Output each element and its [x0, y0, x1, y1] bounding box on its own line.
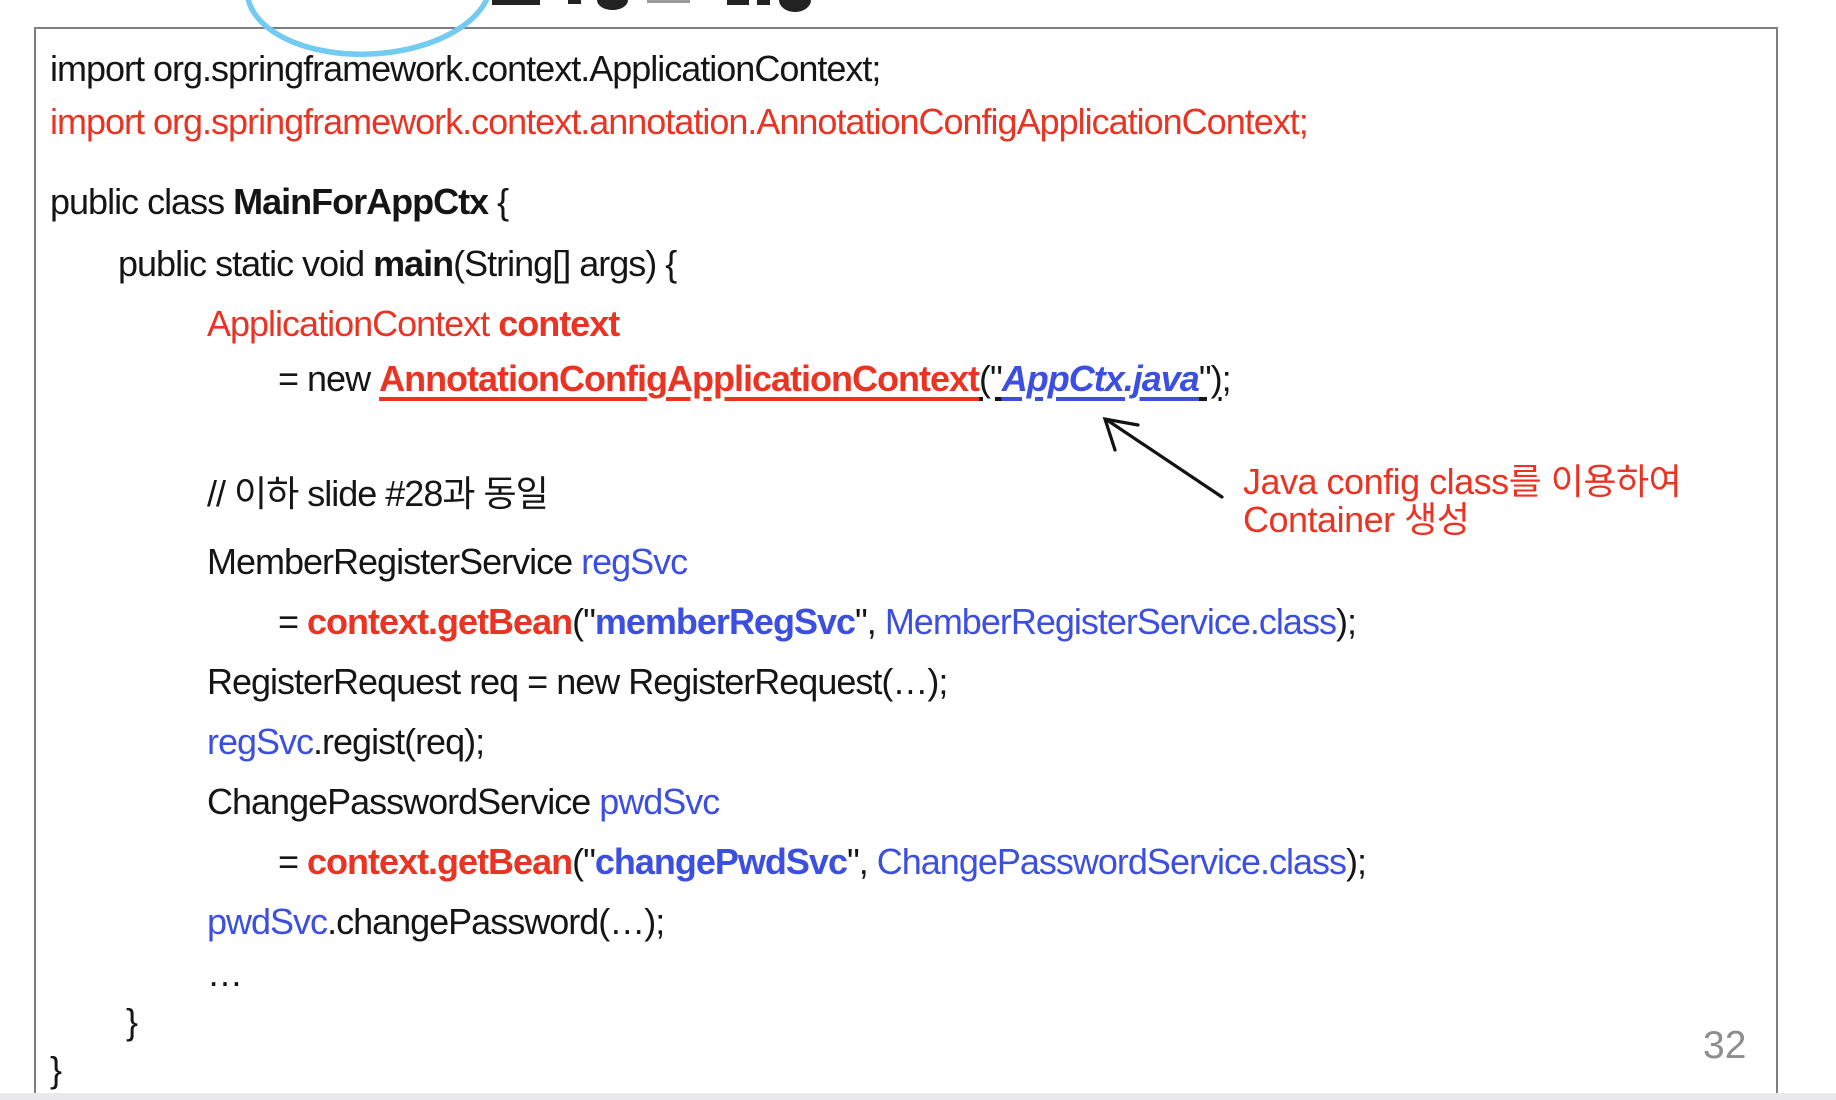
code-token: ); [1346, 841, 1367, 882]
code-token: import org.springframework.context.annot… [50, 101, 1309, 142]
code-token: pwdSvc [207, 901, 328, 942]
code-token: context.getBean [307, 841, 573, 882]
code-token: ") [1198, 358, 1223, 399]
code-token: = new [278, 358, 380, 399]
code-line-4: public static void main(String[] args) { [118, 242, 677, 286]
code-token: } [50, 1049, 62, 1090]
title-remnant-mark-6 [757, 0, 770, 5]
code-line-2: import org.springframework.context.annot… [50, 100, 1309, 144]
code-token: public class [50, 181, 234, 222]
code-line-5: ApplicationContext context [207, 302, 620, 346]
code-token: ", [846, 841, 877, 882]
code-token: ); [1335, 601, 1357, 642]
code-line-14: pwdSvc.changePassword(…); [207, 900, 665, 944]
code-line-10: RegisterRequest req = new RegisterReques… [207, 660, 948, 704]
code-line-8: MemberRegisterService regSvc [207, 540, 688, 584]
code-line-3: public class MainForAppCtx { [50, 180, 509, 224]
code-line-11: regSvc.regist(req); [207, 720, 485, 764]
code-token: { [488, 181, 509, 222]
callout-text-line-2: Container 생성 [1243, 499, 1470, 540]
code-token: RegisterRequest req = new RegisterReques… [207, 661, 948, 702]
viewer-bottom-edge [0, 1093, 1836, 1100]
code-line-13: = context.getBean("changePwdSvc", Change… [278, 840, 1367, 884]
page-number: 32 [1703, 1024, 1747, 1067]
code-token: AnnotationConfigApplicationContext [379, 358, 980, 399]
code-token: … [207, 953, 243, 994]
code-token: } [126, 1001, 138, 1042]
code-box [34, 27, 1778, 1093]
code-token: regSvc [581, 541, 688, 582]
code-line-12: ChangePasswordService pwdSvc [207, 780, 720, 824]
code-token: (" [572, 601, 596, 642]
code-token: MemberRegisterService [207, 541, 582, 582]
code-line-15: … [207, 952, 243, 996]
code-line-16: } [126, 1000, 138, 1044]
code-token: ChangePasswordService.class [876, 841, 1347, 882]
code-token: ApplicationContext [207, 303, 499, 344]
code-line-6: = new AnnotationConfigApplicationContext… [278, 357, 1232, 401]
code-token: MainForAppCtx [233, 181, 489, 222]
code-token: context.getBean [307, 601, 573, 642]
code-token: ", [855, 601, 885, 642]
title-remnant-mark-7 [779, 0, 811, 12]
code-token: (" [572, 841, 596, 882]
code-token: (" [978, 358, 1003, 399]
code-token: = [278, 841, 308, 882]
code-token: regSvc [207, 721, 314, 762]
title-remnant-mark-3 [597, 0, 628, 10]
code-token: (String[] args) { [453, 243, 677, 284]
code-token: import org.springframework.context.Appli… [50, 48, 881, 89]
code-token: MemberRegisterService.class [884, 601, 1337, 642]
code-token: main [373, 243, 454, 284]
code-token: // 이하 slide #28과 동일 [207, 473, 549, 514]
callout-text-line-1: Java config class를 이용하여 [1243, 461, 1682, 502]
title-remnant-mark-4 [647, 0, 690, 3]
code-token: AppCtx.java [1001, 358, 1200, 399]
code-line-9: = context.getBean("memberRegSvc", Member… [278, 600, 1357, 644]
code-token: memberRegSvc [594, 601, 856, 642]
title-remnant-mark-2 [568, 0, 581, 4]
code-token: changePwdSvc [594, 841, 848, 882]
code-token: context [498, 303, 620, 344]
code-token: .changePassword(…); [327, 901, 665, 942]
code-line-1: import org.springframework.context.Appli… [50, 47, 881, 91]
title-remnant-mark-1 [492, 0, 540, 5]
code-line-17: } [50, 1048, 62, 1092]
code-token: public static void [118, 243, 374, 284]
code-token: ; [1221, 358, 1232, 399]
title-remnant-mark-5 [727, 0, 749, 5]
code-token: ChangePasswordService [207, 781, 600, 822]
code-token: .regist(req); [313, 721, 485, 762]
code-token: = [278, 601, 308, 642]
code-token: pwdSvc [599, 781, 720, 822]
code-line-7: // 이하 slide #28과 동일 [207, 472, 549, 516]
